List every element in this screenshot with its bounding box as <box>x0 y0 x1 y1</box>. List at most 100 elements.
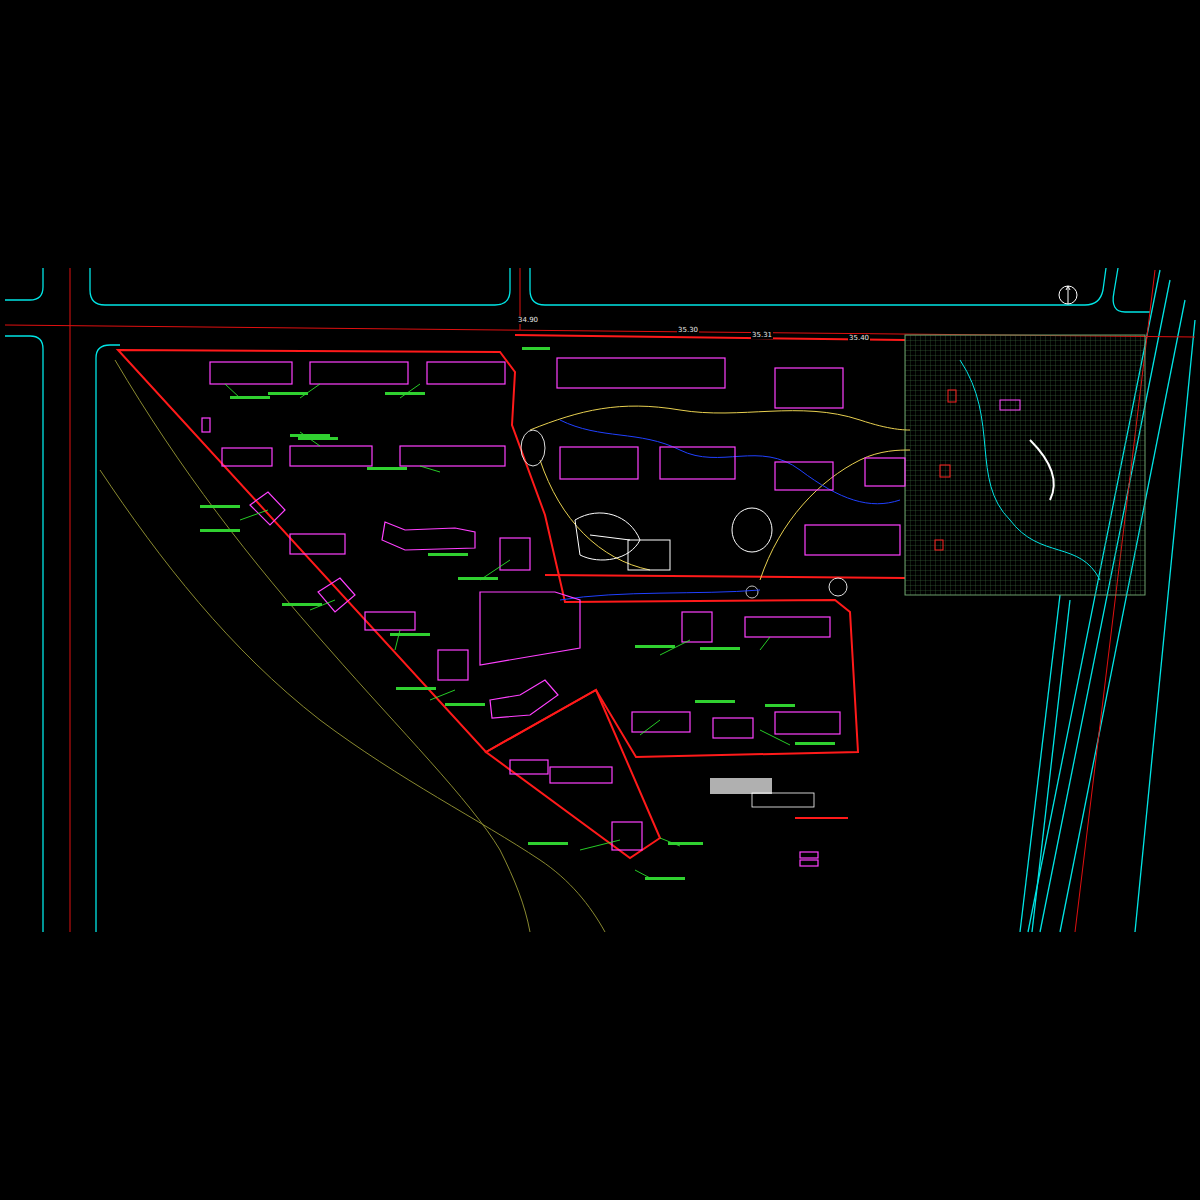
plan-rect <box>400 446 505 466</box>
road-centerlines <box>5 268 1195 932</box>
plan-path <box>118 350 858 757</box>
title-block <box>710 778 848 818</box>
plan-rect <box>367 467 407 470</box>
plan-rect <box>458 577 498 580</box>
plan-path <box>1030 440 1054 500</box>
plan-rect <box>700 647 740 650</box>
coordinate-tags <box>200 347 835 880</box>
plan-rect <box>438 650 468 680</box>
elevation-label: 35.31 <box>751 331 773 339</box>
plan-path <box>1066 286 1070 304</box>
buildings <box>202 358 905 866</box>
plan-path <box>530 406 910 430</box>
north-arrow <box>1059 286 1077 304</box>
plan-ellipse <box>521 430 545 466</box>
plan-rect <box>365 612 415 630</box>
plan-rect <box>268 392 308 395</box>
river-banks <box>100 360 605 932</box>
site-boundary <box>118 335 905 858</box>
water-features <box>560 420 900 600</box>
plan-path <box>960 360 1100 580</box>
plan-path <box>540 460 650 570</box>
plan-path <box>490 680 558 718</box>
plan-rect <box>805 525 900 555</box>
plan-rect <box>635 645 675 648</box>
plan-rect <box>522 347 550 350</box>
plan-rect <box>200 505 240 508</box>
plan-rect <box>1000 400 1020 410</box>
plan-path <box>580 637 790 878</box>
plan-path <box>96 345 120 932</box>
garden-paths <box>521 406 910 598</box>
plan-rect <box>290 446 372 466</box>
plan-rect <box>202 418 210 432</box>
plan-path <box>100 470 605 932</box>
plan-path <box>480 592 580 665</box>
plan-rect <box>298 437 338 440</box>
plan-rect <box>660 447 735 479</box>
plan-rect <box>528 842 568 845</box>
plan-rect <box>745 617 830 637</box>
plan-rect <box>775 368 843 408</box>
plan-rect <box>612 822 642 850</box>
plan-path <box>590 535 630 540</box>
plan-rect <box>948 390 956 402</box>
plan-rect <box>428 553 468 556</box>
plan-rect <box>682 612 712 642</box>
plan-rect <box>290 534 345 554</box>
plan-rect <box>230 396 270 399</box>
plan-rect <box>775 462 833 490</box>
plan-rect <box>396 687 436 690</box>
elevation-label: 34.90 <box>517 316 539 324</box>
plan-path <box>5 268 43 300</box>
plan-circle <box>829 578 847 596</box>
plan-rect <box>695 700 735 703</box>
plan-rect <box>865 458 905 486</box>
plan-rect <box>390 633 430 636</box>
plan-rect <box>282 603 322 606</box>
plan-rect <box>210 362 292 384</box>
plan-circle <box>1059 286 1077 304</box>
plan-rect <box>935 540 943 550</box>
plan-rect <box>290 434 330 437</box>
plan-path <box>575 513 640 560</box>
plan-path <box>1113 268 1150 312</box>
plan-rect <box>632 712 690 732</box>
plan-rect <box>550 767 612 783</box>
plan-rect <box>752 793 814 807</box>
plan-rect <box>310 362 408 384</box>
plan-ellipse <box>732 508 772 552</box>
plan-path <box>1032 600 1070 932</box>
plan-path <box>240 510 510 700</box>
plan-path <box>1020 595 1060 932</box>
coordinate-leaders <box>225 384 790 878</box>
plan-rect <box>500 538 530 570</box>
plan-rect <box>560 447 638 479</box>
plan-rect <box>385 392 425 395</box>
plan-path <box>318 578 355 612</box>
plan-path <box>70 268 71 932</box>
plan-path <box>795 817 848 819</box>
plan-rect <box>713 718 753 738</box>
plan-rect <box>510 760 548 774</box>
plan-rect <box>557 358 725 388</box>
plan-rect <box>628 540 670 570</box>
plan-rect <box>775 712 840 734</box>
plan-rect <box>800 852 818 858</box>
plan-path <box>90 268 510 305</box>
plan-path <box>560 420 900 504</box>
plan-path <box>225 384 440 472</box>
plan-rect <box>765 704 795 707</box>
plan-rect <box>710 778 772 794</box>
plan-rect <box>445 703 485 706</box>
plan-rect <box>800 860 818 866</box>
plan-rect <box>222 448 272 466</box>
plan-rect <box>940 465 950 477</box>
landscape-grid <box>905 335 1145 595</box>
plan-path <box>115 360 530 932</box>
plan-path <box>760 450 910 580</box>
plan-path <box>530 268 1106 305</box>
plan-rect <box>200 529 240 532</box>
plan-path <box>560 590 760 600</box>
